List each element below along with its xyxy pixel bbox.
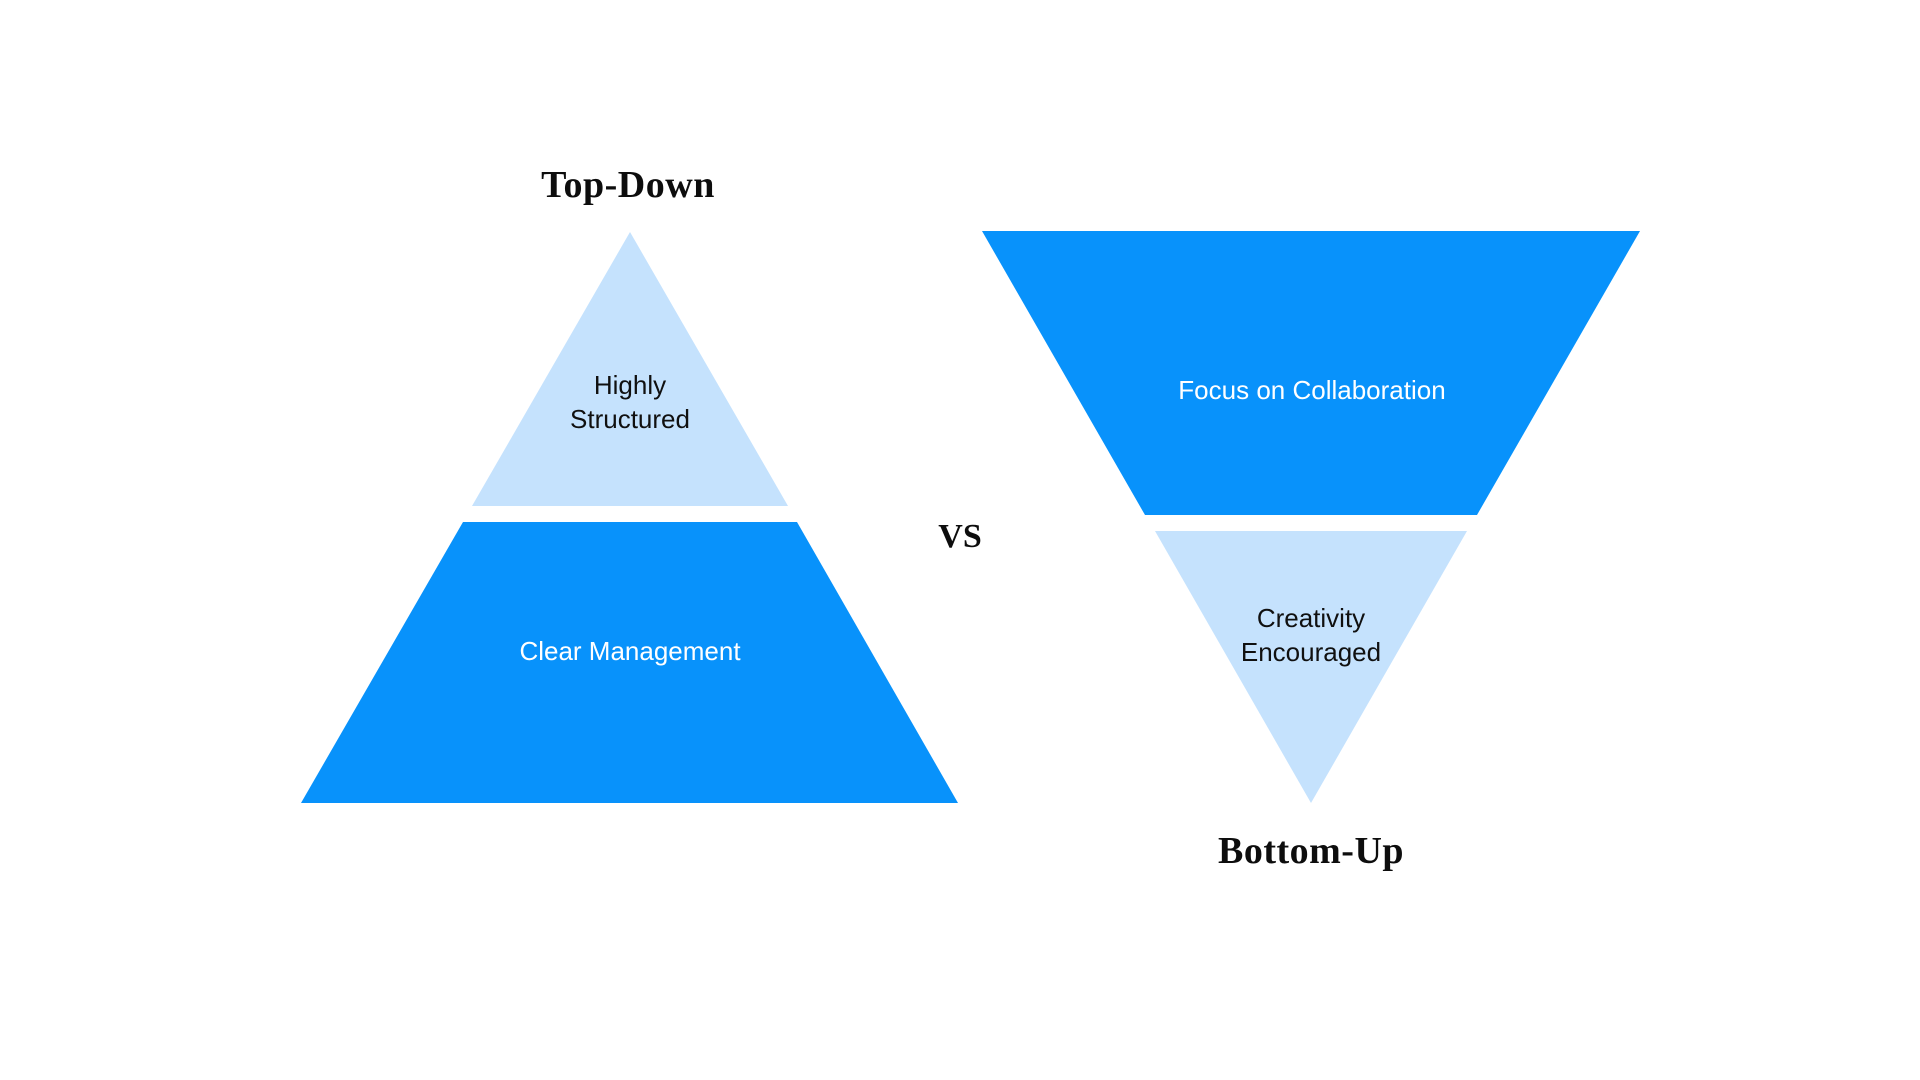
right-pyramid-bottom-label-line1: Creativity (1256, 603, 1366, 633)
versus-label: VS (938, 518, 982, 555)
right-pyramid-top-label: Focus on Collaboration (1178, 375, 1446, 405)
left-pyramid-top-label-line1: Highly (593, 370, 667, 400)
left-pyramid-top-label: Highly Structured (570, 368, 690, 436)
right-pyramid-bottom-segment (1155, 531, 1467, 803)
right-pyramid-bottom-label: Creativity Encouraged (1241, 601, 1381, 669)
left-pyramid-bottom-label: Clear Management (519, 636, 741, 666)
left-pyramid-top-label-line2: Structured (570, 404, 690, 434)
left-pyramid-title: Top-Down (541, 164, 715, 206)
right-pyramid-title: Bottom-Up (1217, 830, 1405, 872)
right-pyramid-bottom-label-line2: Encouraged (1240, 637, 1382, 667)
left-pyramid-top-segment (472, 232, 788, 506)
right-pyramid-top-segment (982, 231, 1640, 515)
left-pyramid-bottom-segment (301, 522, 958, 803)
